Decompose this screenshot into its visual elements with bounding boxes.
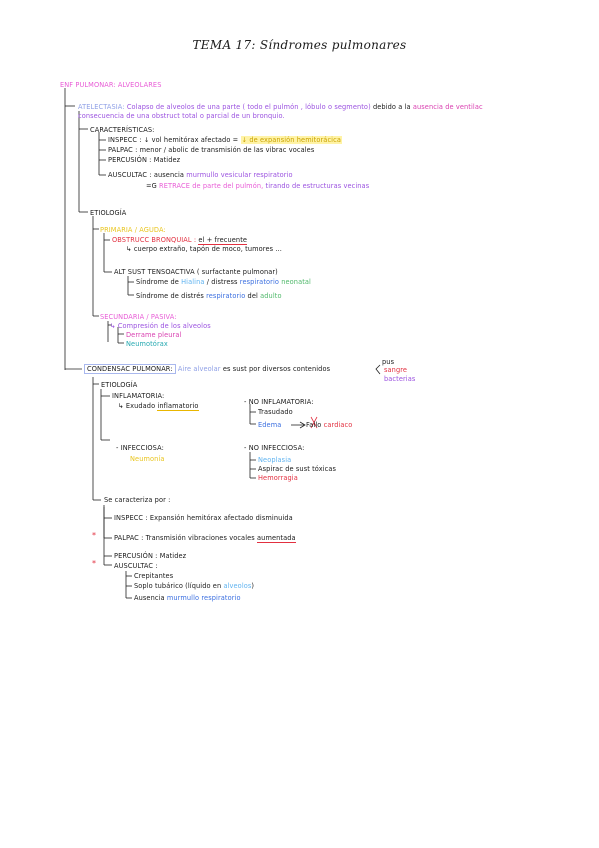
se-caracteriza-heading: Se caracteriza por :	[104, 496, 171, 504]
palpac-row: PALPAC : menor / abolic de transmisión d…	[108, 146, 315, 154]
atelectasia-def: Colapso de alveolos de una parte ( todo …	[126, 103, 371, 111]
trasudado-row: Trasudado	[258, 408, 293, 416]
alt-sust-row: ALT SUST TENSOACTIVA ( surfactante pulmo…	[114, 268, 278, 276]
contenido-bacterias: bacterias	[384, 375, 416, 383]
section-header-enf-pulmonar: ENF PULMONAR: ALVEOLARES	[60, 81, 162, 89]
percusion-row: PERCUSIÓN : Matidez	[108, 156, 181, 164]
infecciosa-heading: - INFECCIOSA:	[116, 444, 164, 452]
retrace-row: =G RETRACE de parte del pulmón, tirando …	[146, 182, 370, 190]
condensac-palpac-row: PALPAC : Transmisión vibraciones vocales…	[114, 534, 296, 543]
contenido-pus: pus	[382, 358, 395, 366]
condensac-label: CONDENSAC PULMONAR:	[84, 364, 176, 374]
inspecc-row: INSPECC : ↓ vol hemitórax afectado = ↓ d…	[108, 136, 342, 144]
secundaria-heading: SECUNDARIA / PASIVA:	[100, 313, 177, 321]
auscult-row: AUSCULTAC : ausencia murmullo vesicular …	[108, 171, 293, 179]
etiologia-heading-2: ETIOLOGÍA	[101, 381, 138, 389]
compresion-row: ↳ Compresión de los alveolos	[110, 322, 211, 330]
no-inflamatoria-heading: - NO INFLAMATORIA:	[244, 398, 314, 406]
neumonia-row: Neumonía	[130, 455, 165, 463]
exudado-row: ↳ Exudado inflamatorio	[118, 402, 199, 411]
derrame-row: Derrame pleural	[126, 331, 182, 339]
atelectasia-label: ATELECTASIA:	[78, 103, 125, 111]
atelectasia-definition-line2: consecuencia de una obstruct total o par…	[78, 112, 285, 120]
no-infecciosa-heading: - NO INFECCIOSA:	[244, 444, 305, 452]
aspirac-row: Aspirac de sust tóxicas	[258, 465, 337, 473]
ausencia-row: Ausencia murmullo respiratorio	[134, 594, 241, 602]
contenido-sangre: sangre	[384, 366, 408, 374]
condensac-inspecc-row: INSPECC : Expansión hemitórax afectado d…	[114, 514, 293, 522]
fallo-cardiaco-row: Fallo cardiaco	[306, 421, 353, 429]
inspecc-highlight: ↓ de expansión hemitorácica	[240, 136, 342, 144]
neoplasia-row: Neoplasia	[258, 456, 292, 464]
hemorragia-row: Hemorragia	[258, 474, 298, 482]
neumotorax-row: Neumotórax	[126, 340, 168, 348]
caracteristicas-heading: CARACTERÍSTICAS:	[90, 126, 155, 134]
page-title: TEMA 17: Síndromes pulmonares	[192, 38, 407, 52]
condensac-percusion-row: PERCUSIÓN : Matidez	[114, 552, 187, 560]
auscult-star-mark: *	[92, 559, 96, 568]
condensac-row: CONDENSAC PULMONAR: Aire alveolar es sus…	[84, 364, 330, 374]
inflamatoria-heading: INFLAMATORIA:	[112, 392, 165, 400]
edema-row: Edema	[258, 421, 282, 429]
obstruccion-row: OBSTRUCC BRONQUIAL : el + frecuente	[112, 236, 248, 245]
palpac-star-mark: *	[92, 531, 96, 540]
soplo-row: Soplo tubárico (líquido en alveolos)	[134, 582, 255, 590]
etiologia-heading-1: ETIOLOGÍA	[90, 209, 127, 217]
atelectasia-definition-line1: ATELECTASIA: Colapso de alveolos de una …	[78, 103, 483, 111]
sindrome-neonatal-row: Síndrome de Hialina / distress respirato…	[136, 278, 311, 286]
sindrome-adulto-row: Síndrome de distrés respiratorio del adu…	[136, 292, 282, 300]
cuerpo-extrano-row: ↳ cuerpo extraño, tapón de moco, tumores…	[126, 245, 282, 253]
condensac-auscult-heading: AUSCULTAC :	[114, 562, 158, 570]
crepitantes-row: Crepitantes	[134, 572, 174, 580]
primaria-heading: PRIMARIA / AGUDA:	[100, 226, 166, 234]
